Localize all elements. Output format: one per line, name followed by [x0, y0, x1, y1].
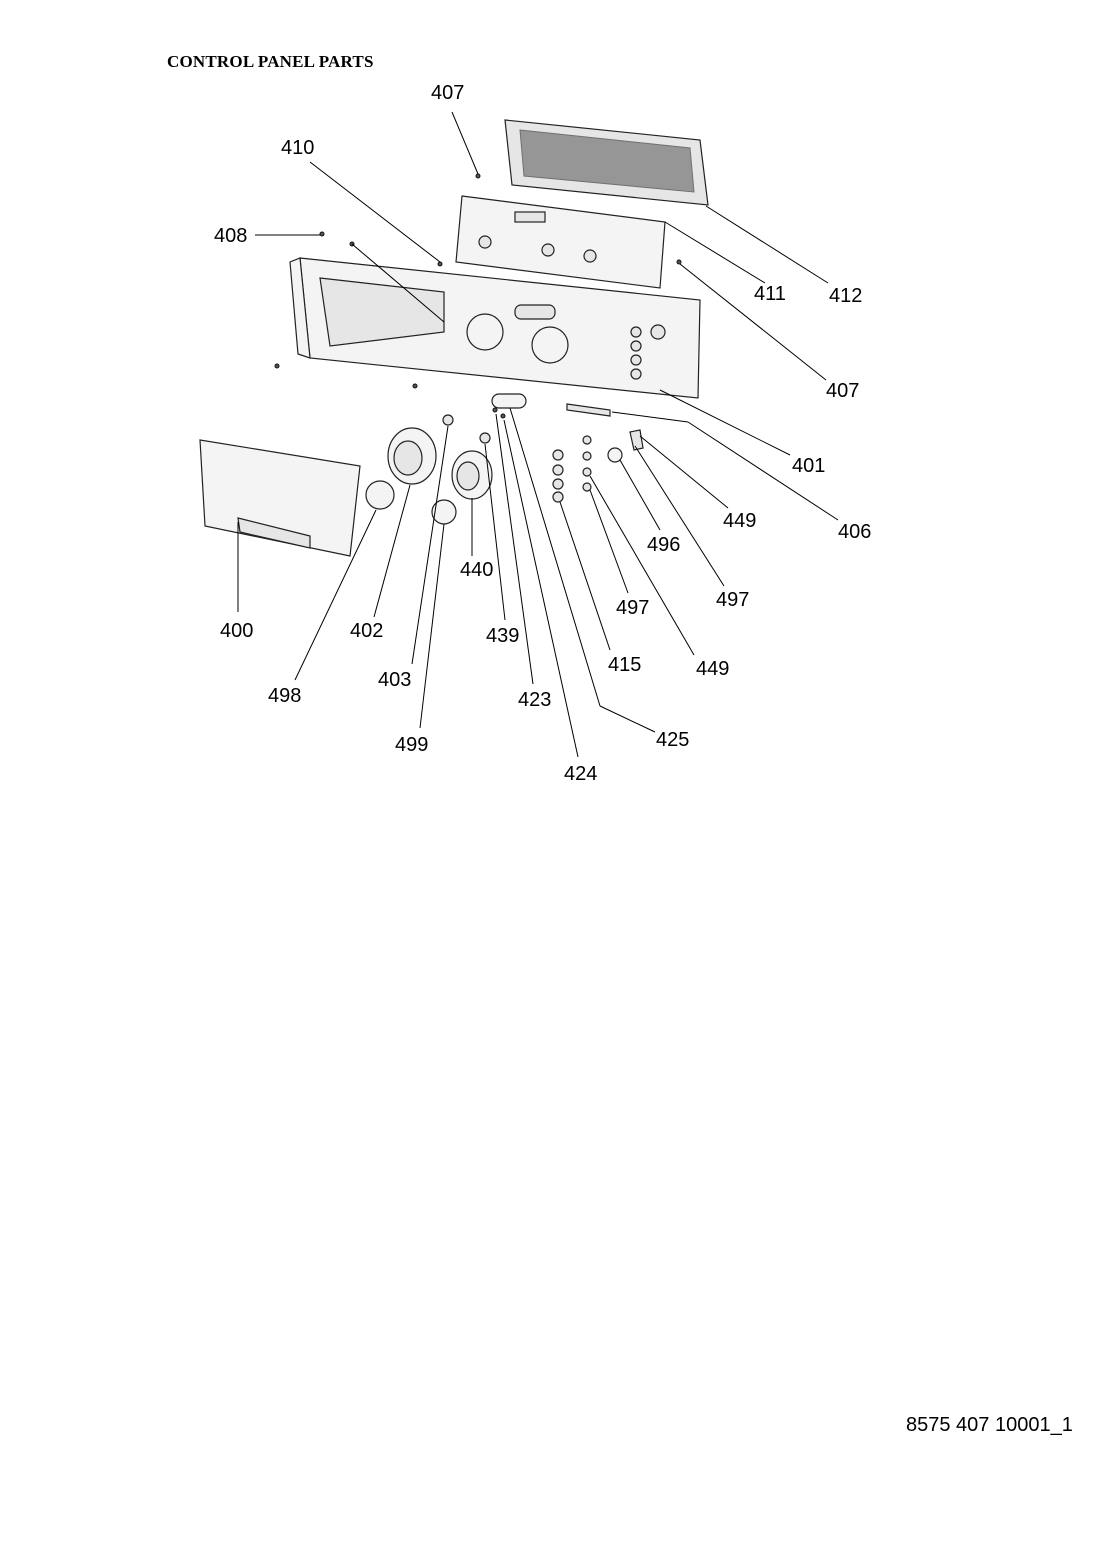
callout-423: 423 [518, 689, 551, 711]
callout-401: 401 [792, 455, 825, 477]
callout-439: 439 [486, 625, 519, 647]
callout-498: 498 [268, 685, 301, 707]
callout-410: 410 [281, 137, 314, 159]
callout-425: 425 [656, 729, 689, 751]
knob-cap-499 [431, 499, 457, 525]
callout-440: 440 [460, 559, 493, 581]
callout-407-right: 407 [826, 380, 859, 402]
callout-406: 406 [838, 521, 871, 543]
circuit-board [504, 119, 709, 206]
drawer-front [199, 439, 361, 557]
callout-412: 412 [829, 285, 862, 307]
knob-cap-498 [365, 480, 395, 510]
document-code: 8575 407 10001_1 [906, 1414, 1073, 1436]
callout-424: 424 [564, 763, 597, 785]
callout-497-left: 497 [616, 597, 649, 619]
callout-449-lower: 449 [696, 658, 729, 680]
page-title: CONTROL PANEL PARTS [167, 52, 374, 71]
callout-497-right: 497 [716, 589, 749, 611]
callout-496: 496 [647, 534, 680, 556]
small-parts [274, 173, 682, 503]
callout-415: 415 [608, 654, 641, 676]
callout-400: 400 [220, 620, 253, 642]
callout-403: 403 [378, 669, 411, 691]
callout-449-upper: 449 [723, 510, 756, 532]
callout-408: 408 [214, 225, 247, 247]
callout-402: 402 [350, 620, 383, 642]
callout-411: 411 [754, 283, 786, 305]
knob-440 [451, 450, 493, 500]
callout-407-top: 407 [431, 82, 464, 104]
knob-402 [387, 427, 437, 485]
callout-499: 499 [395, 734, 428, 756]
leader-lines [237, 111, 839, 758]
callout-labels: 407 410 408 411 412 407 401 449 406 496 … [214, 82, 871, 785]
control-module [455, 195, 666, 289]
control-panel-fascia [289, 257, 701, 399]
